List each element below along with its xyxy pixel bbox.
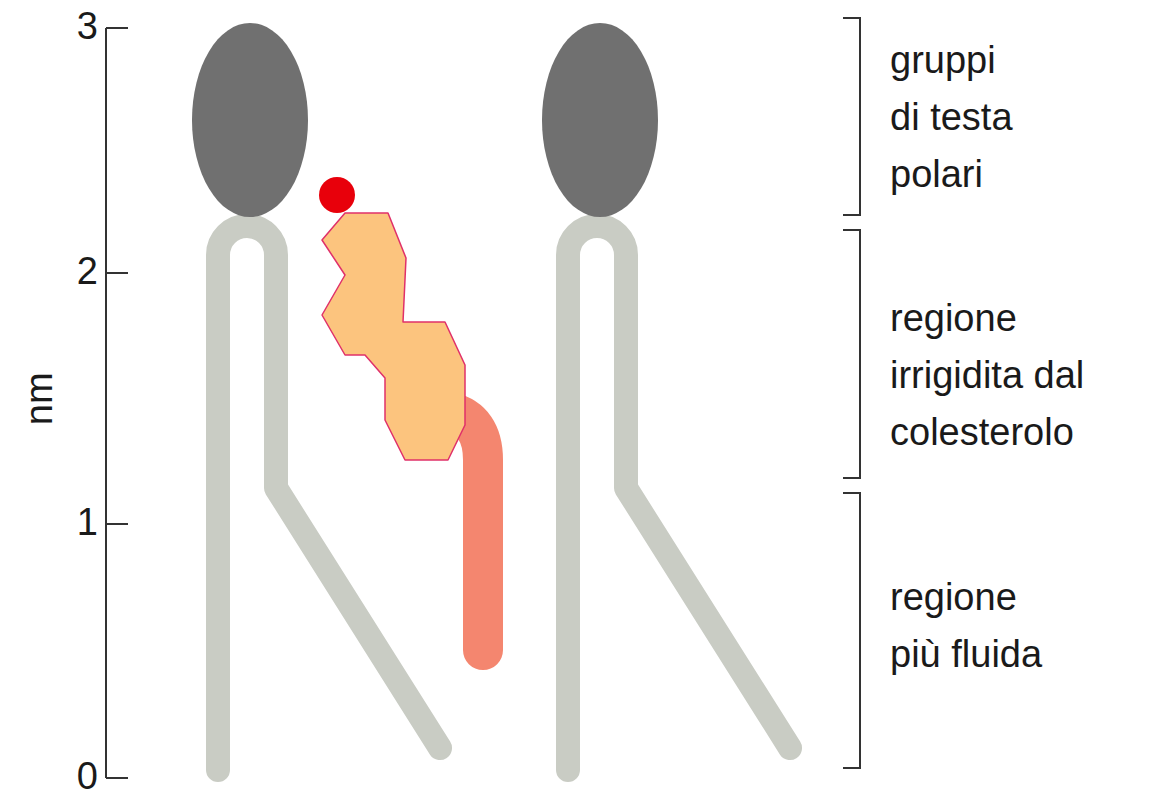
- cholesterol: [319, 177, 483, 650]
- axis-tick-label: 0: [58, 754, 98, 800]
- axis-tick-label: 2: [58, 249, 98, 295]
- region-label: gruppi di testa polari: [890, 32, 1028, 203]
- axis: [106, 28, 128, 778]
- axis-tick-label: 3: [58, 4, 98, 50]
- axis-title: nm: [17, 359, 63, 439]
- region-label: regione irrigidita dal colesterolo: [890, 290, 1148, 461]
- phospholipid: [542, 23, 790, 770]
- region-label: regione più fluida: [890, 569, 1062, 683]
- bracket: [843, 18, 860, 768]
- axis-tick-label: 1: [58, 500, 98, 546]
